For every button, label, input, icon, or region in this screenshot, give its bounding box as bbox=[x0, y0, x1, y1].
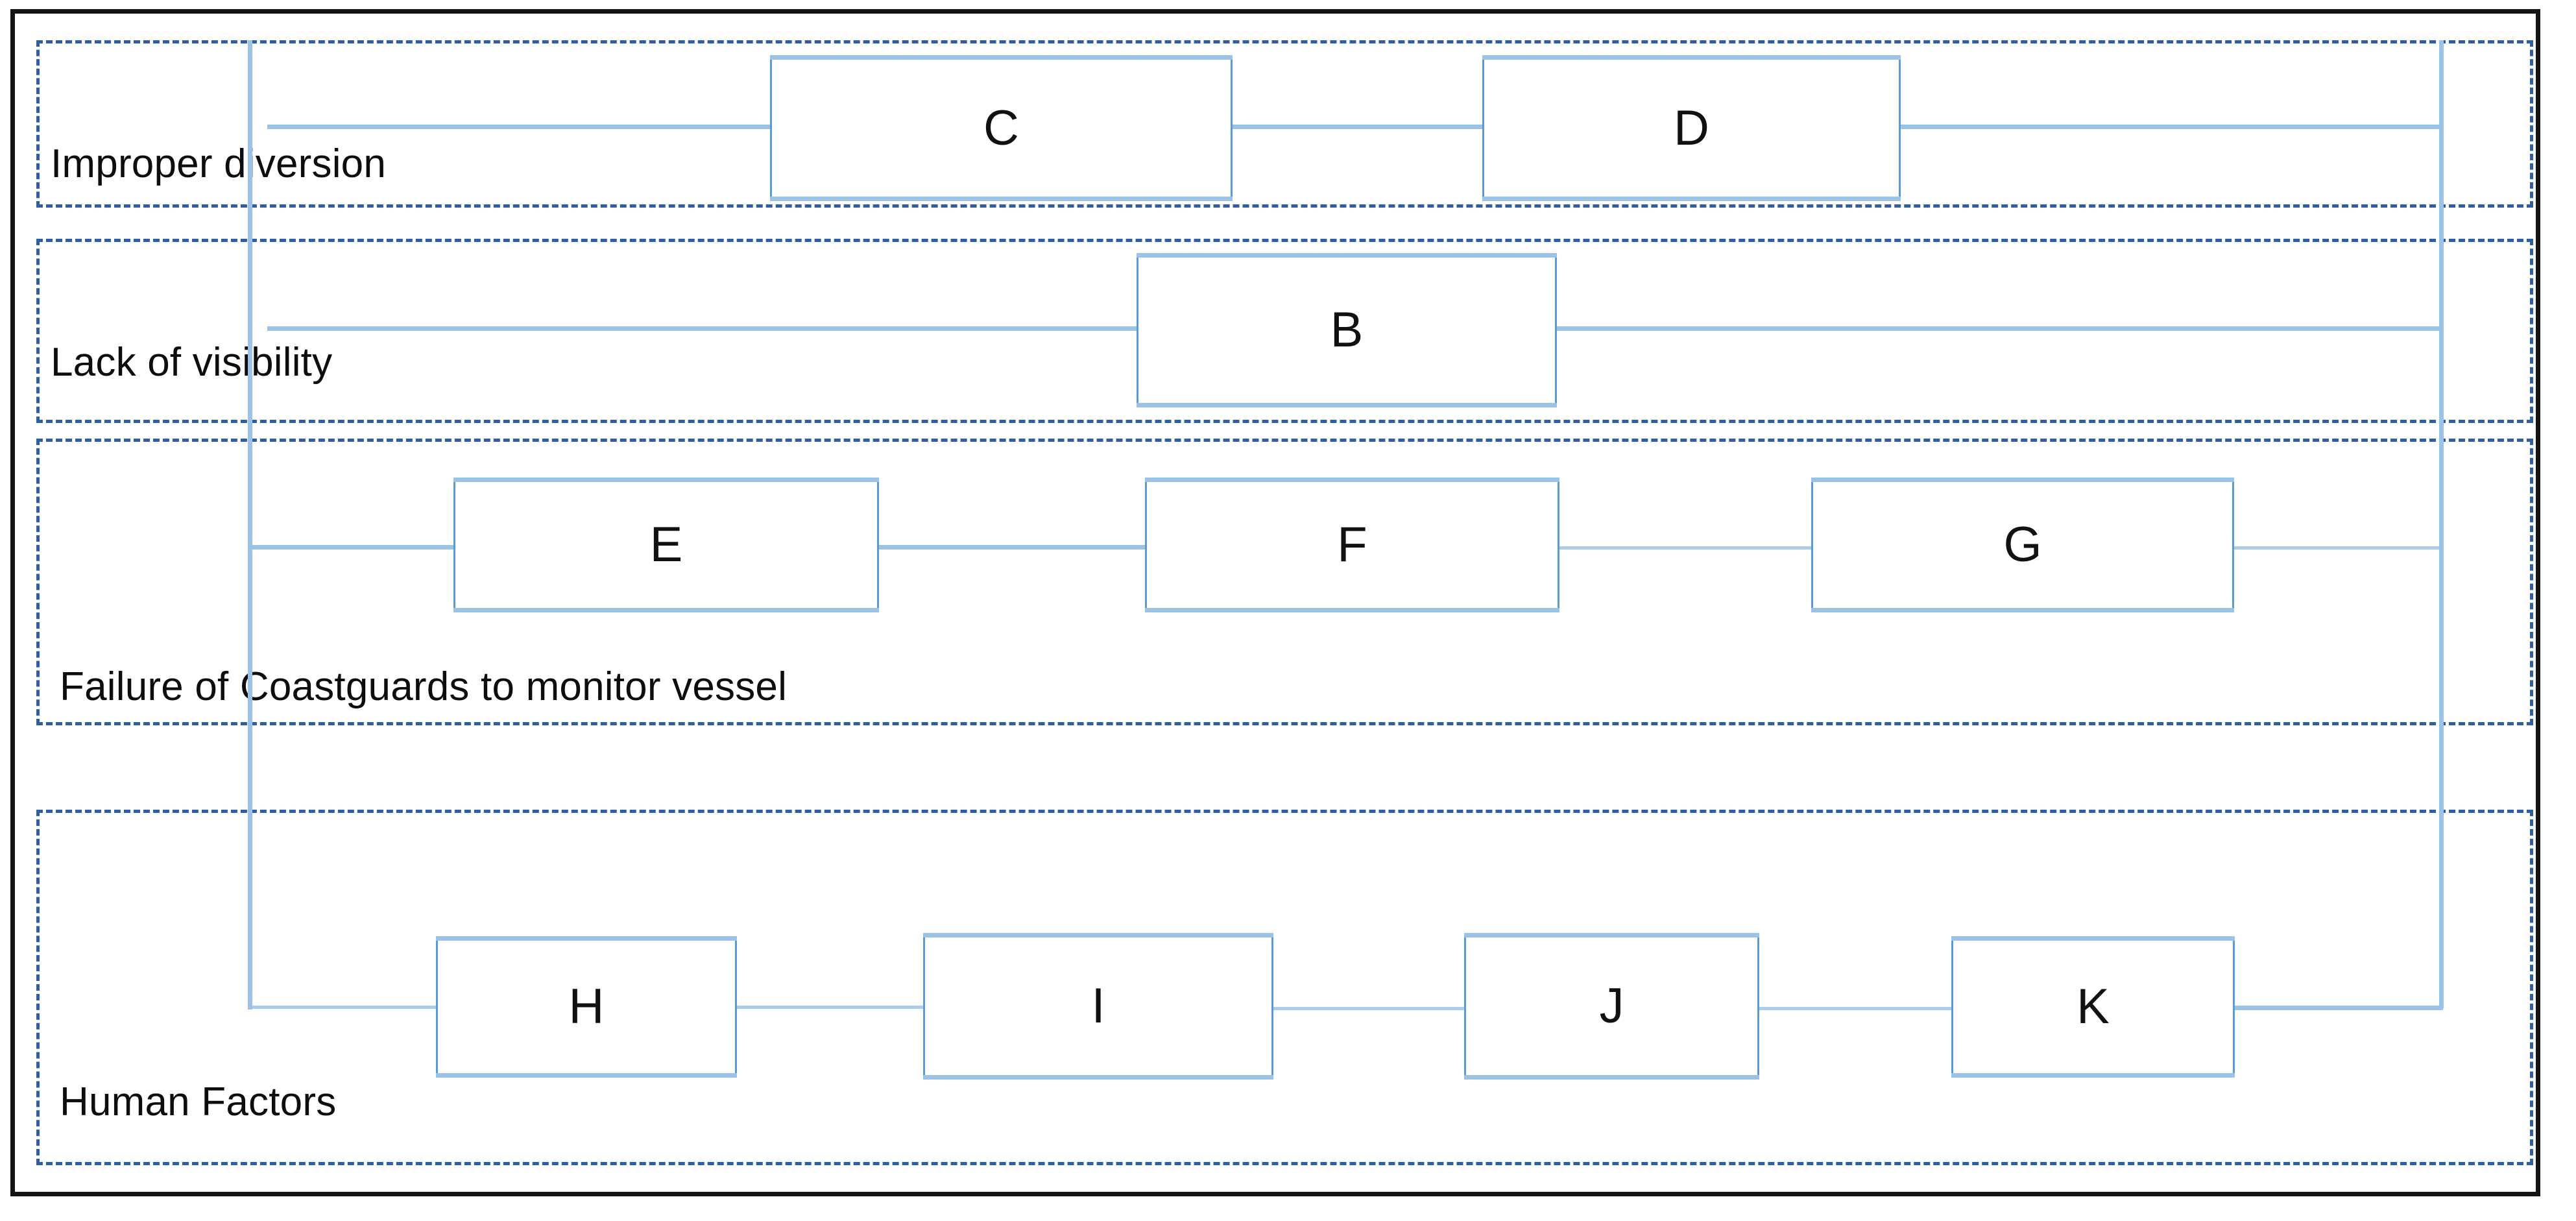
connector-b-to-right-rail bbox=[1557, 326, 2442, 331]
connector-lane4-entry bbox=[252, 1006, 438, 1009]
connector-lane2-entry bbox=[267, 326, 1137, 331]
node-i-label: I bbox=[1091, 978, 1105, 1034]
node-b-label: B bbox=[1330, 302, 1364, 357]
node-f-label: F bbox=[1337, 517, 1367, 572]
node-c-label: C bbox=[983, 100, 1019, 156]
lane-failure-of-coastguards bbox=[36, 439, 2533, 725]
lane-improper-diversion bbox=[36, 40, 2533, 208]
left-vertical-rail bbox=[248, 40, 252, 1009]
connector-c-to-d bbox=[1231, 125, 1491, 129]
connector-i-to-j bbox=[1270, 1007, 1465, 1010]
node-d[interactable]: D bbox=[1482, 55, 1901, 201]
node-f[interactable]: F bbox=[1145, 478, 1559, 612]
node-e[interactable]: E bbox=[453, 478, 879, 612]
connector-h-to-i bbox=[736, 1006, 923, 1009]
node-h[interactable]: H bbox=[436, 936, 737, 1078]
node-j-label: J bbox=[1599, 978, 1624, 1034]
connector-d-to-right-rail bbox=[1901, 125, 2442, 129]
connector-g-to-right-rail bbox=[2234, 546, 2443, 550]
connector-k-to-right-rail bbox=[2232, 1006, 2443, 1010]
connector-j-to-k bbox=[1758, 1007, 1953, 1010]
node-c[interactable]: C bbox=[770, 55, 1233, 201]
node-i[interactable]: I bbox=[923, 933, 1273, 1080]
lane-label-improper-diversion: Improper diversion bbox=[51, 141, 387, 186]
connector-lane1-entry bbox=[267, 125, 770, 129]
lane-human-factors bbox=[36, 810, 2533, 1165]
node-d-label: D bbox=[1674, 100, 1709, 156]
connector-f-to-g bbox=[1559, 546, 1811, 550]
lane-label-human-factors: Human Factors bbox=[60, 1080, 337, 1124]
lane-lack-of-visibility bbox=[36, 239, 2533, 423]
node-j[interactable]: J bbox=[1464, 933, 1759, 1080]
right-vertical-rail bbox=[2439, 40, 2444, 1008]
node-k[interactable]: K bbox=[1951, 936, 2235, 1078]
node-e-label: E bbox=[649, 517, 683, 572]
node-b[interactable]: B bbox=[1137, 253, 1557, 407]
connector-e-to-f bbox=[879, 545, 1145, 550]
node-g[interactable]: G bbox=[1811, 478, 2234, 612]
connector-lane3-entry bbox=[252, 545, 453, 550]
node-h-label: H bbox=[568, 979, 605, 1034]
node-g-label: G bbox=[2003, 517, 2042, 572]
lane-label-lack-of-visibility: Lack of visibility bbox=[51, 340, 333, 385]
lane-label-failure-of-coastguards: Failure of Coastguards to monitor vessel bbox=[60, 664, 788, 709]
node-k-label: K bbox=[2076, 979, 2110, 1034]
